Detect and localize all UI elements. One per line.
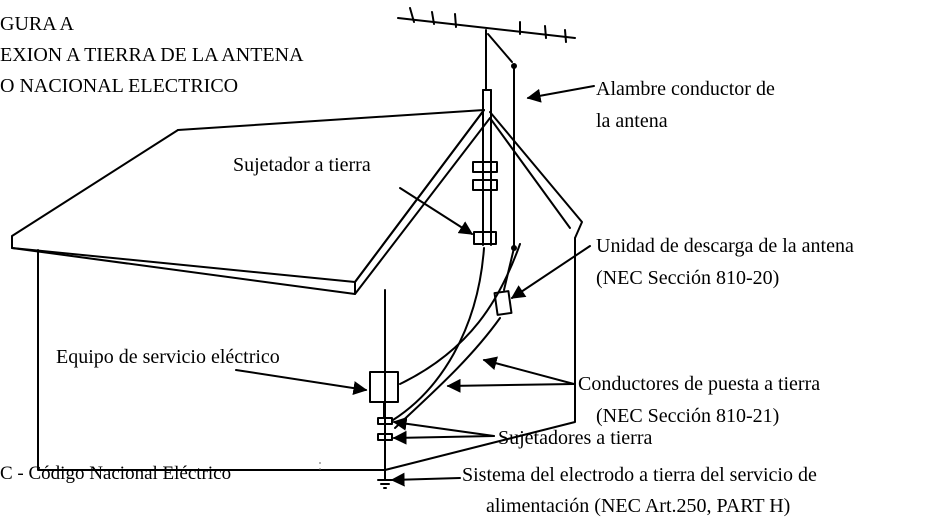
arrow-conductor-1 [446, 378, 575, 393]
gable-left [354, 109, 485, 283]
label-grounding-conductors-line-1: Conductores de puesta a tierra [578, 373, 821, 395]
figure-title-line-2: EXION A TIERRA DE LA ANTENA [0, 44, 304, 66]
antenna-mast [482, 89, 492, 246]
arrow-clamp-2 [392, 430, 495, 445]
arrow-conductor-2 [482, 356, 575, 385]
grounding-conductor-inner [392, 247, 485, 421]
gable-inner [489, 117, 571, 229]
arrow-electrode [390, 472, 461, 487]
lead-to-equipment [399, 243, 521, 385]
mast-clamp-lower [472, 179, 498, 191]
house-left-wall [37, 249, 386, 471]
label-discharge-unit-line-2: (NEC Sección 810-20) [596, 267, 780, 289]
label-grounding-conductors-line-2: (NEC Sección 810-21) [596, 405, 780, 427]
grounding-conductor-outer [394, 317, 501, 429]
antenna-lead-in-wire [503, 65, 515, 291]
label-antenna-wire-line-1: Alambre conductor de [596, 78, 775, 100]
ground-clamp-box [473, 231, 497, 245]
label-electrode-system-line-1: Sistema del electrodo a tierra del servi… [462, 464, 817, 486]
discharge-unit-box [493, 290, 513, 316]
label-service-equipment: Equipo de servicio eléctrico [56, 346, 280, 368]
ground-symbol [377, 479, 393, 489]
arrow-service-equipment [235, 369, 368, 396]
mast-clamp-upper [472, 161, 498, 173]
label-antenna-wire-line-2: la antena [596, 110, 668, 132]
label-nec-note: C - Código Nacional Eléctrico [0, 463, 232, 484]
gable-right [489, 111, 583, 239]
roof-ridge [177, 109, 485, 131]
roof-front-fascia [11, 117, 491, 295]
house-right-wall [384, 237, 576, 471]
arrow-clamp-1 [392, 416, 495, 437]
figure-title-line-1: GURA A [0, 13, 74, 35]
label-electrode-system-line-2: alimentación (NEC Art.250, PART H) [486, 495, 791, 517]
label-ground-clamp: Sujetador a tierra [233, 154, 371, 176]
arrow-discharge-unit [510, 245, 591, 299]
label-ground-clamps: Sujetadores a tierra [498, 427, 653, 449]
arrow-antenna-wire [526, 85, 595, 103]
arrow-ground-clamp [399, 187, 474, 235]
figure-title-line-3: O NACIONAL ELECTRICO [0, 75, 239, 97]
label-discharge-unit-line-1: Unidad de descarga de la antena [596, 235, 854, 257]
